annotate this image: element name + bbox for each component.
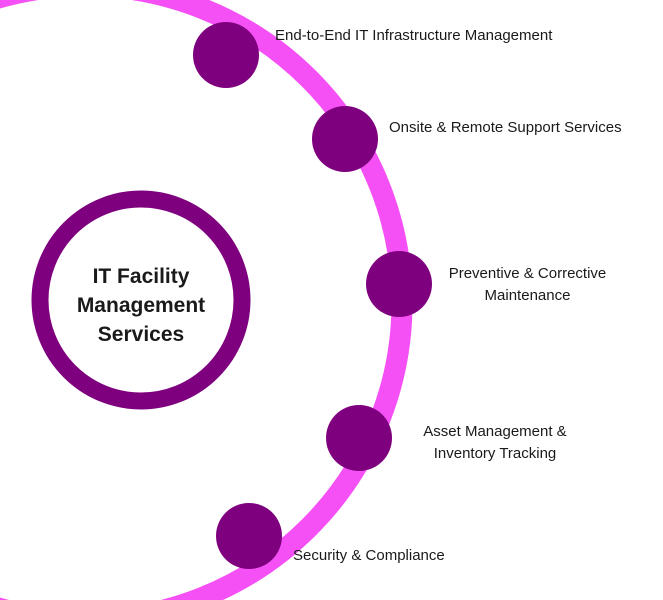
service-node-2 [312, 106, 378, 172]
service-label-maintenance: Preventive & Corrective Maintenance [448, 265, 607, 304]
service-node-4 [326, 405, 392, 471]
service-label-security: Security & Compliance [293, 547, 445, 564]
service-label-asset-management: Asset Management & Inventory Tracking [423, 423, 567, 462]
center-ring [31, 190, 251, 410]
service-node-5 [216, 503, 282, 569]
center-title-line: Services [97, 323, 185, 346]
service-node-3 [366, 251, 432, 317]
service-label-support: Onsite & Remote Support Services [389, 119, 622, 136]
center-title-line: IT Facility [92, 265, 190, 288]
service-node-1 [193, 22, 259, 88]
center-title-line: Management [76, 294, 206, 317]
service-label-infrastructure: End-to-End IT Infrastructure Management [275, 27, 553, 44]
center-title: IT Facility Management Services [56, 262, 226, 349]
